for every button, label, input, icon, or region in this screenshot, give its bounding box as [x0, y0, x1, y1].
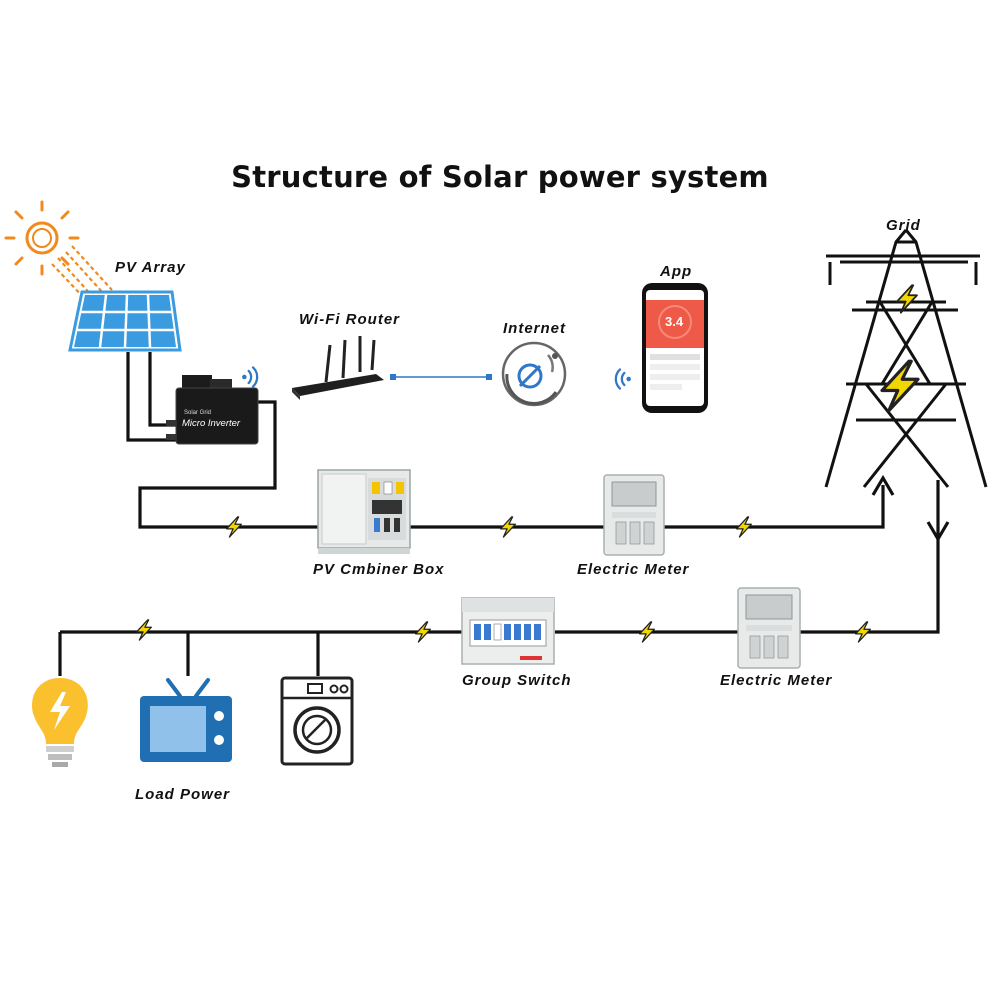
wire-pv-to-inverter-1: [126, 352, 176, 442]
pv-panel-icon: [68, 290, 182, 352]
wire-inverter-out: [138, 400, 318, 529]
wifi-signal-icon: [614, 368, 633, 390]
wifi-signal-icon: [240, 366, 259, 388]
electric-meter-icon: [737, 587, 801, 669]
wires: [58, 352, 940, 676]
arrow-down-from-grid: [926, 521, 950, 543]
group-switch-icon: [461, 597, 555, 665]
bolt-icon: [415, 621, 431, 643]
washing-machine-icon: [280, 676, 354, 766]
micro-inverter: Solar Grid Micro Inverter: [166, 375, 259, 445]
combiner-box-icon: [317, 469, 411, 554]
wire-grid-down: [800, 480, 940, 634]
diagram-title: Structure of Solar power system: [231, 160, 769, 194]
bolt-icon: [226, 516, 242, 538]
inverter-name: Micro Inverter: [182, 418, 241, 429]
electric-meter-icon: [603, 474, 665, 556]
electric-meter-label: Electric Meter: [720, 672, 833, 689]
internet-icon: [501, 341, 567, 407]
television-icon: [140, 678, 232, 762]
bolt-icon: [500, 516, 516, 538]
group-switch-label: Group Switch: [462, 672, 572, 689]
grid-label: Grid: [886, 217, 921, 234]
bolt-icon: [136, 619, 152, 641]
app-reading: 3.4: [665, 314, 684, 329]
internet-label: Internet: [503, 320, 567, 337]
wire-pv-to-inverter-2: [148, 352, 176, 427]
load-power-label: Load Power: [135, 786, 231, 803]
wifi-router-label: Wi-Fi Router: [299, 311, 401, 328]
grid-tower-icon: [824, 229, 988, 488]
arrow-up-to-grid: [871, 474, 895, 496]
phone-app-icon: 3.4: [642, 283, 708, 413]
wifi-router-icon: [292, 336, 384, 400]
bolt-icon: [855, 621, 871, 643]
app-label: App: [660, 263, 693, 280]
pv-array-label: PV Array: [115, 259, 186, 276]
light-bulb-icon: [32, 678, 88, 767]
sun-icon: [4, 200, 113, 301]
bolt-icon: [736, 516, 752, 538]
bolt-icon: [880, 359, 920, 413]
combiner-box-label: PV Cmbiner Box: [313, 561, 445, 578]
electric-meter-label: Electric Meter: [577, 561, 690, 578]
inverter-brand: Solar Grid: [184, 410, 211, 416]
bolt-icon: [639, 621, 655, 643]
wire-meter-to-grid: [664, 485, 885, 529]
